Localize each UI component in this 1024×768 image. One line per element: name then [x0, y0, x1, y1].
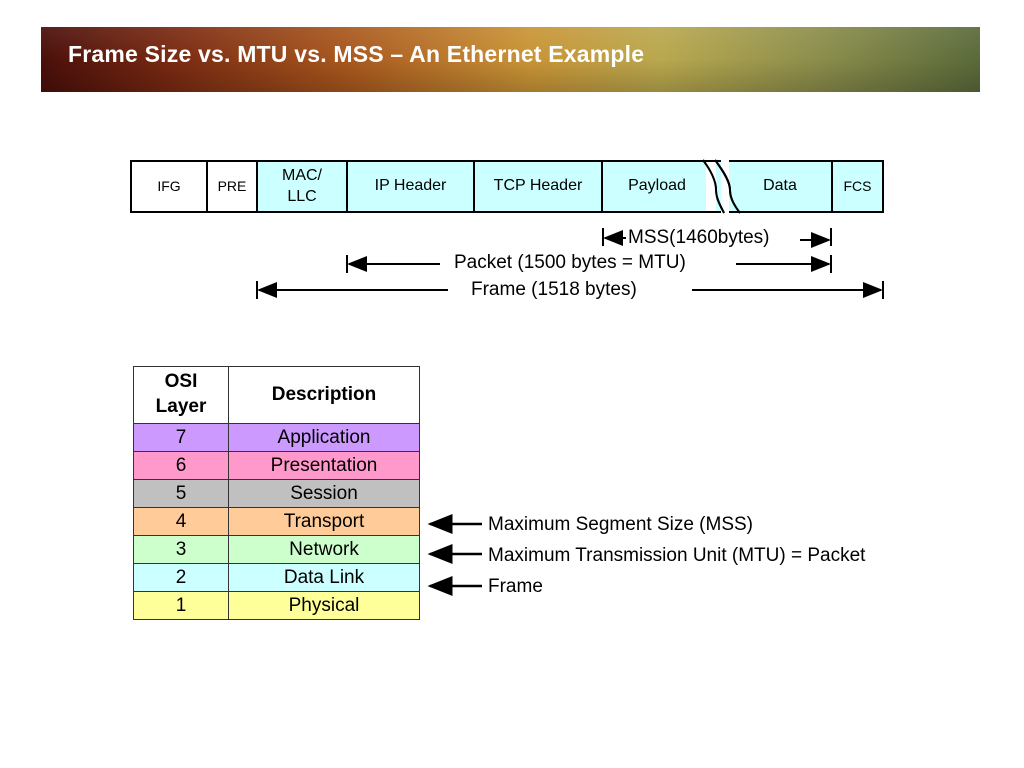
segment-tcp-header: TCP Header [473, 160, 603, 213]
segment-pre: PRE [206, 160, 258, 213]
layer-description: Data Link [228, 563, 420, 592]
mss-span-label: MSS(1460bytes) [626, 227, 772, 249]
title-banner: Frame Size vs. MTU vs. MSS – An Ethernet… [41, 27, 980, 92]
segment-mac-llc: MAC/ LLC [256, 160, 348, 213]
description-header: Description [228, 366, 420, 424]
layer-number: 1 [133, 591, 229, 620]
table-header-row: OSI Layer Description [133, 366, 420, 424]
osi-layer-table: OSI Layer Description 7 Application 6 Pr… [133, 366, 420, 620]
layer-number: 7 [133, 423, 229, 452]
layer-number: 2 [133, 563, 229, 592]
table-row: 6 Presentation [133, 451, 420, 480]
segment-ifg: IFG [130, 160, 208, 213]
segment-fcs: FCS [831, 160, 884, 213]
segment-data: Data [729, 160, 833, 213]
table-row: 5 Session [133, 479, 420, 508]
layer-description: Transport [228, 507, 420, 536]
layer-number: 4 [133, 507, 229, 536]
frame-mapping-label: Frame [488, 576, 543, 597]
osi-layer-header: OSI Layer [133, 366, 229, 424]
layer-number: 5 [133, 479, 229, 508]
table-row: 7 Application [133, 423, 420, 452]
mss-mapping-label: Maximum Segment Size (MSS) [488, 514, 754, 535]
frame-span-label: Frame (1518 bytes) [467, 279, 641, 301]
layer-description: Presentation [228, 451, 420, 480]
layer-number: 3 [133, 535, 229, 564]
mtu-mapping-label: Maximum Transmission Unit (MTU) = Packet [488, 545, 866, 566]
table-row: 2 Data Link [133, 563, 420, 592]
layer-description: Physical [228, 591, 420, 620]
segment-ip-header: IP Header [346, 160, 475, 213]
table-row: 1 Physical [133, 591, 420, 620]
layer-description: Network [228, 535, 420, 564]
layer-description: Application [228, 423, 420, 452]
table-row: 4 Transport [133, 507, 420, 536]
table-row: 3 Network [133, 535, 420, 564]
layer-description: Session [228, 479, 420, 508]
packet-span-label: Packet (1500 bytes = MTU) [450, 252, 690, 274]
slide-title: Frame Size vs. MTU vs. MSS – An Ethernet… [68, 41, 645, 67]
layer-number: 6 [133, 451, 229, 480]
segment-payload: Payload [601, 160, 721, 213]
